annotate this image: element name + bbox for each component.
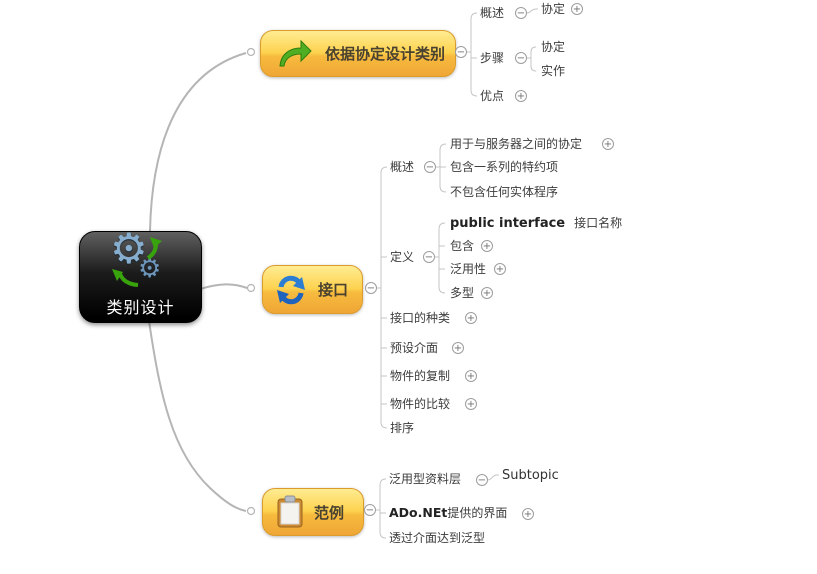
topic-overview[interactable]: 概述 bbox=[480, 6, 505, 20]
topic-contract-2[interactable]: 协定 bbox=[541, 40, 566, 54]
topic-subtopic[interactable]: Subtopic bbox=[502, 468, 559, 483]
topic-contains-contracts[interactable]: 包含一系列的特约项 bbox=[450, 160, 559, 174]
topic-adonet-interfaces[interactable]: ADo.NEt提供的界面 bbox=[389, 505, 507, 521]
collapse-button[interactable]: − bbox=[364, 504, 376, 516]
collapse-button[interactable]: − bbox=[455, 46, 467, 58]
topic-server-contract[interactable]: 用于与服务器之间的协定 bbox=[450, 137, 583, 151]
expand-button[interactable]: + bbox=[465, 370, 477, 382]
topic-default-interface[interactable]: 预设介面 bbox=[390, 341, 439, 355]
expand-button[interactable]: + bbox=[481, 240, 493, 252]
expand-button[interactable]: + bbox=[481, 287, 493, 299]
expand-button[interactable]: + bbox=[452, 342, 464, 354]
collapse-button[interactable]: − bbox=[476, 474, 488, 486]
topic-contract[interactable]: 协定 bbox=[541, 2, 566, 16]
root-topic[interactable]: ⚙ ⚙ 类别设计 bbox=[79, 224, 202, 323]
collapse-button[interactable]: − bbox=[424, 161, 436, 173]
adonet-rest-label: 提供的界面 bbox=[447, 506, 508, 520]
topic-object-compare[interactable]: 物件的比较 bbox=[390, 397, 451, 411]
collapse-button[interactable]: − bbox=[423, 251, 435, 263]
topic-definition[interactable]: 定义 bbox=[390, 250, 415, 264]
branch-topic-design-by-contract[interactable]: 依据协定设计类别 bbox=[260, 30, 456, 77]
expand-button[interactable]: + bbox=[494, 263, 506, 275]
collapse-button[interactable]: − bbox=[515, 52, 527, 64]
collapse-button[interactable]: − bbox=[365, 282, 377, 294]
collapse-button[interactable]: − bbox=[515, 7, 527, 19]
topic-polymorphism[interactable]: 多型 bbox=[450, 286, 475, 300]
topic-generic-data-layer[interactable]: 泛用型资料层 bbox=[389, 472, 462, 486]
topic-sorting[interactable]: 排序 bbox=[390, 421, 415, 435]
expand-button[interactable]: + bbox=[465, 398, 477, 410]
expand-button[interactable]: + bbox=[465, 312, 477, 324]
branch-label: 范例 bbox=[314, 503, 345, 522]
interface-name-label: 接口名称 bbox=[574, 216, 623, 230]
code-keyword: public interface bbox=[450, 216, 566, 231]
expand-button[interactable]: + bbox=[602, 138, 614, 150]
adonet-label: ADo.NEt bbox=[389, 505, 448, 520]
branch-topic-examples[interactable]: 范例 bbox=[262, 488, 364, 536]
sync-arrows-icon bbox=[277, 275, 305, 304]
topic-advantages[interactable]: 优点 bbox=[480, 89, 505, 103]
topic-contains[interactable]: 包含 bbox=[450, 239, 475, 253]
topic-steps[interactable]: 步骤 bbox=[480, 51, 505, 65]
branch-label: 接口 bbox=[318, 281, 349, 299]
topic-no-implementation[interactable]: 不包含任何实体程序 bbox=[450, 185, 559, 199]
expand-button[interactable]: + bbox=[515, 90, 527, 102]
topic-object-copy[interactable]: 物件的复制 bbox=[390, 369, 451, 383]
green-arrow-icon bbox=[279, 39, 312, 66]
topic-generics-via-interface[interactable]: 透过介面达到泛型 bbox=[389, 531, 486, 545]
clipboard-icon bbox=[277, 495, 303, 528]
topic-implementation[interactable]: 实作 bbox=[541, 64, 566, 78]
topic-interface-types[interactable]: 接口的种类 bbox=[390, 311, 451, 325]
expand-button[interactable]: + bbox=[522, 508, 534, 520]
topic-overview-interface[interactable]: 概述 bbox=[390, 160, 415, 174]
topic-generics[interactable]: 泛用性 bbox=[450, 262, 487, 276]
topic-public-interface[interactable]: public interface 接口名称 bbox=[450, 215, 622, 231]
root-topic-label: 类别设计 bbox=[106, 298, 175, 317]
expand-button[interactable]: + bbox=[571, 3, 583, 15]
branch-label: 依据协定设计类别 bbox=[325, 45, 446, 63]
branch-topic-interface[interactable]: 接口 bbox=[262, 265, 363, 314]
